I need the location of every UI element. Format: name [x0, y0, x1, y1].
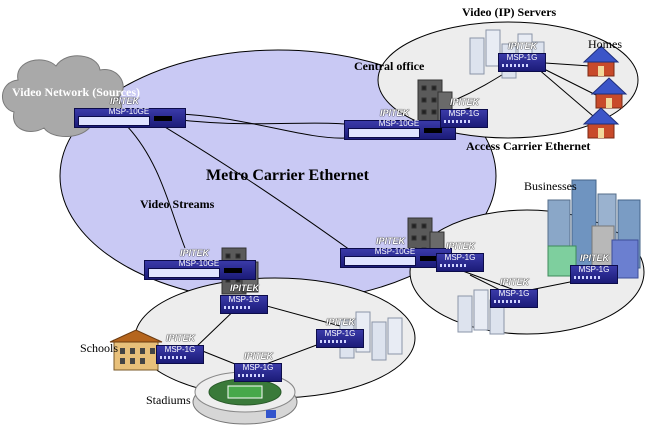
video-network-label: Video Network (Sources) — [12, 85, 140, 99]
model-label: MSP-10GE — [178, 259, 220, 268]
brand-label: IPITEK — [446, 241, 476, 251]
model-label: MSP-1G — [324, 329, 356, 338]
model-label: MSP-1G — [228, 295, 260, 304]
brand-label: IPITEK — [244, 351, 274, 361]
switch-msp10ge-left: IPITEK MSP-10GE — [74, 96, 186, 128]
brand-label: IPITEK — [230, 283, 260, 293]
switch-msp10ge-schools: IPITEK MSP-10GE — [144, 248, 256, 280]
homes-label: Homes — [588, 37, 622, 51]
brand-label: IPITEK — [110, 96, 140, 106]
switch-msp1g-servers-bottom: IPITEK MSP-1G — [316, 317, 364, 348]
access-carrier-label: Access Carrier Ethernet — [466, 139, 591, 153]
central-office-label: Central office — [354, 59, 425, 73]
model-label: MSP-1G — [578, 265, 610, 274]
stadiums-label: Stadiums — [146, 393, 191, 407]
switch-msp1g-servers: IPITEK MSP-1G — [498, 41, 546, 72]
brand-label: IPITEK — [580, 253, 610, 263]
brand-label: IPITEK — [376, 236, 406, 246]
model-label: MSP-10GE — [378, 119, 420, 128]
switch-msp1g-stadium: IPITEK MSP-1G — [234, 351, 282, 382]
model-label: MSP-1G — [498, 289, 530, 298]
brand-label: IPITEK — [180, 248, 210, 258]
home-2 — [590, 77, 628, 109]
business-buildings — [547, 179, 641, 279]
model-label: MSP-1G — [164, 345, 196, 354]
businesses-label: Businesses — [524, 179, 577, 193]
switch-msp10ge-business: IPITEK MSP-10GE — [340, 236, 452, 268]
brand-label: IPITEK — [500, 277, 530, 287]
brand-label: IPITEK — [326, 317, 356, 327]
video-servers-label: Video (IP) Servers — [462, 5, 557, 19]
switch-msp1g-central: IPITEK MSP-1G — [440, 97, 488, 128]
video-streams-label: Video Streams — [140, 197, 215, 211]
model-label: MSP-10GE — [374, 247, 416, 256]
model-label: MSP-1G — [242, 363, 274, 372]
server-cluster-right — [457, 289, 505, 335]
switch-msp1g-schools-co: IPITEK MSP-1G — [220, 283, 268, 314]
brand-label: IPITEK — [450, 97, 480, 107]
stadium — [192, 371, 298, 425]
schools-label: Schools — [80, 341, 119, 355]
brand-label: IPITEK — [166, 333, 196, 343]
home-1 — [582, 45, 620, 77]
model-label: MSP-10GE — [108, 107, 150, 116]
switch-msp10ge-central: IPITEK MSP-10GE — [344, 108, 456, 140]
metro-label: Metro Carrier Ethernet — [206, 167, 369, 184]
switch-msp1g-schools: IPITEK MSP-1G — [156, 333, 204, 364]
switch-msp1g-servers-right: IPITEK MSP-1G — [490, 277, 538, 308]
model-label: MSP-1G — [448, 109, 480, 118]
school-building — [109, 329, 163, 371]
home-3 — [582, 107, 620, 139]
brand-label: IPITEK — [508, 41, 538, 51]
switch-msp1g-businesses: IPITEK MSP-1G — [570, 253, 618, 284]
model-label: MSP-1G — [506, 53, 538, 62]
switch-msp1g-business-co: IPITEK MSP-1G — [436, 241, 484, 272]
model-label: MSP-1G — [444, 253, 476, 262]
brand-label: IPITEK — [380, 108, 410, 118]
